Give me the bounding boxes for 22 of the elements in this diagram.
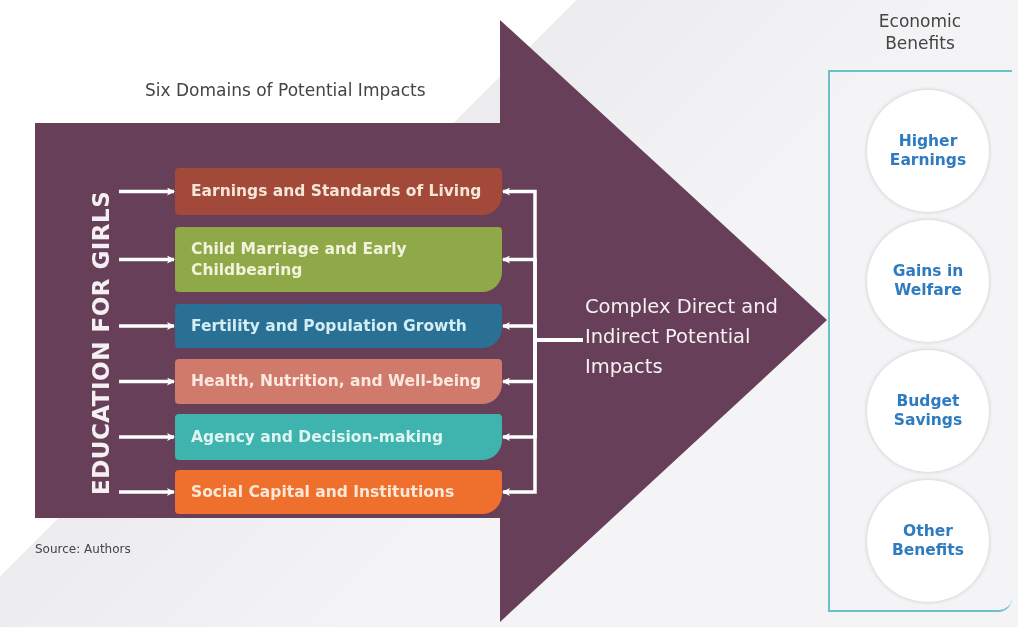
section-title: Six Domains of Potential Impacts [145,80,426,100]
domain-box: Social Capital and Institutions [175,470,502,514]
arrow [119,255,175,264]
domain-box: Health, Nutrition, and Well-being [175,359,502,404]
impacts-text: Complex Direct and Indirect Potential Impacts [585,292,800,388]
domain-box: Agency and Decision-making [175,414,502,460]
vertical-title: EDUCATION FOR GIRLS [83,158,119,528]
arrow [502,338,583,496]
domain-box: Child Marriage and Early Childbearing [175,227,502,292]
arrow [119,187,175,196]
benefit-circle: Gains in Welfare [867,220,989,342]
domain-box: Earnings and Standards of Living [175,168,502,215]
arrow [119,322,175,330]
arrow [119,377,175,386]
source-note: Source: Authors [35,542,131,556]
benefit-circle: Higher Earnings [867,90,989,212]
arrow [119,433,175,441]
benefit-circle: Budget Savings [867,350,989,472]
panel-heading: Economic Benefits [877,10,963,55]
arrow [119,488,175,496]
benefit-circle: Other Benefits [867,480,989,602]
domain-box: Fertility and Population Growth [175,304,502,348]
